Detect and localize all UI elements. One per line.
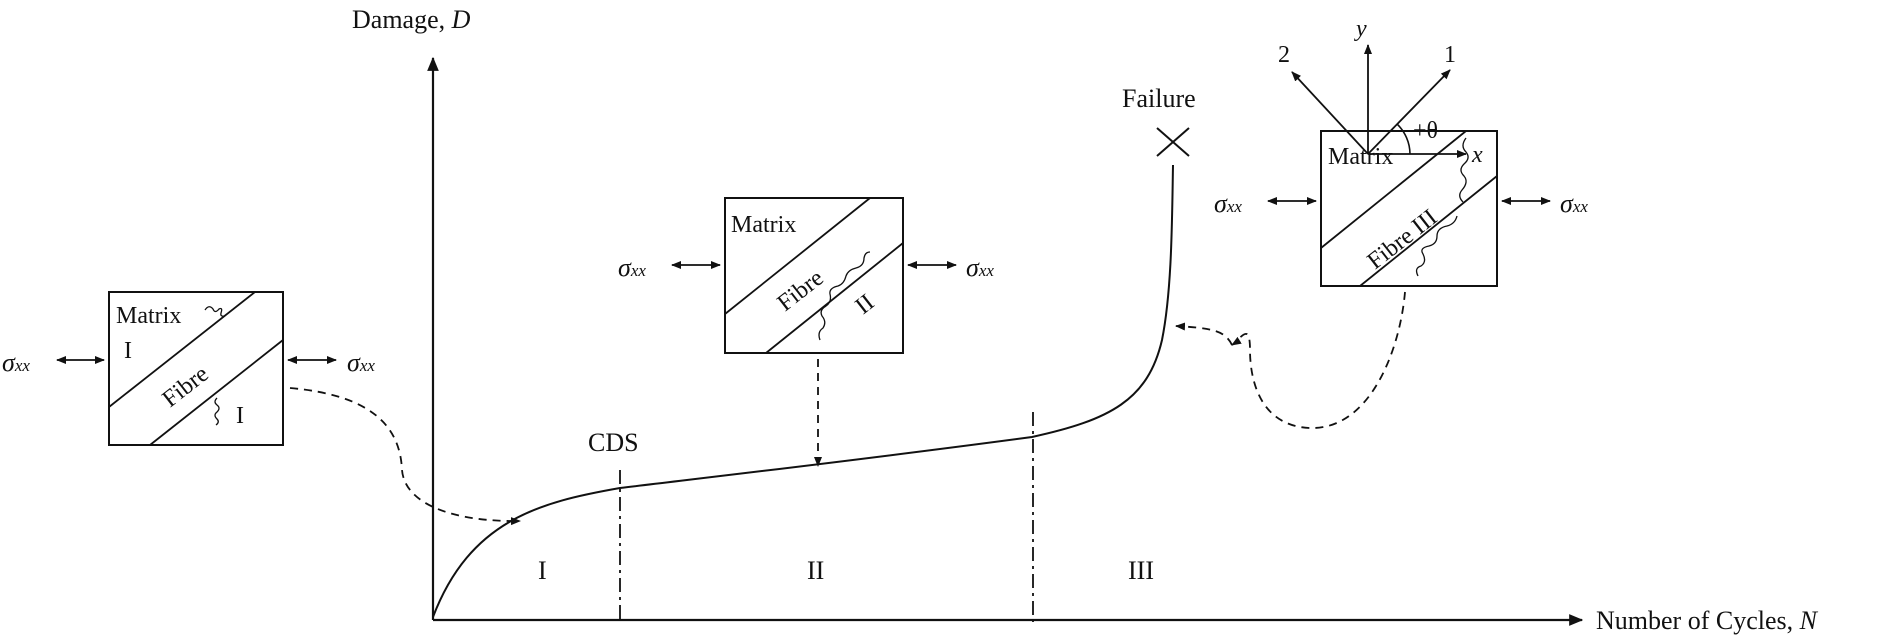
box3-pointer-arrow-tail <box>1175 322 1233 346</box>
region-label-2: II <box>807 556 824 585</box>
box1-matrix-label: Matrix <box>116 303 181 329</box>
specimen-box-stage-2: Matrix Fibre II <box>724 197 904 354</box>
box1-matrix-crack <box>204 306 226 317</box>
box2-stress-left-label: σxx <box>618 253 646 282</box>
x-axis-label: Number of Cycles, N <box>1596 606 1819 635</box>
coord-y-label: y <box>1354 16 1367 42</box>
box3-stress-right-label: σxx <box>1560 189 1588 218</box>
box1-fibre-label: Fibre <box>158 361 214 413</box>
box1-stress-left-label: σxx <box>2 348 30 377</box>
failure-label: Failure <box>1122 84 1196 113</box>
box2-stress-right-label: σxx <box>966 253 994 282</box>
box3-fibre-label: Fibre III <box>1363 205 1443 275</box>
failure-marker <box>1156 127 1190 157</box>
box2-matrix-label: Matrix <box>731 212 796 238</box>
coord-1-label: 1 <box>1444 42 1456 68</box>
damage-curve <box>432 164 1174 618</box>
region-label-1: I <box>538 556 547 585</box>
coord-x-label: x <box>1471 142 1483 168</box>
box3-matrix-crack <box>1459 137 1469 203</box>
box3-fibre-crack <box>1415 215 1458 277</box>
coord-axis-2 <box>1291 71 1369 155</box>
y-axis-label: Damage, D <box>352 5 471 34</box>
specimen-box-stage-1: Matrix I Fibre I <box>108 291 284 446</box>
region-label-3: III <box>1128 556 1154 585</box>
box3-matrix-label: Matrix <box>1328 144 1393 170</box>
box2-crack-label: II <box>851 289 880 319</box>
box3-stress-left-label: σxx <box>1214 189 1242 218</box>
coord-2-label: 2 <box>1278 42 1290 68</box>
axes: Damage, D Number of Cycles, N <box>352 5 1819 635</box>
box1-pointer-arrow <box>289 387 521 526</box>
coordinate-system: y x 1 2 +θ <box>1278 16 1483 168</box>
coord-theta-label: +θ <box>1413 118 1438 144</box>
theta-arc <box>1396 123 1411 155</box>
coord-axis-1 <box>1367 69 1451 155</box>
box2-fibre-crack <box>818 251 871 341</box>
box1-stress-right-label: σxx <box>347 348 375 377</box>
box1-crack-label-b: I <box>236 403 244 429</box>
cds-label: CDS <box>588 428 639 457</box>
box1-fibre-crack <box>214 397 220 426</box>
box3-pointer-arrow <box>1231 291 1406 429</box>
box1-crack-label-a: I <box>124 338 132 364</box>
